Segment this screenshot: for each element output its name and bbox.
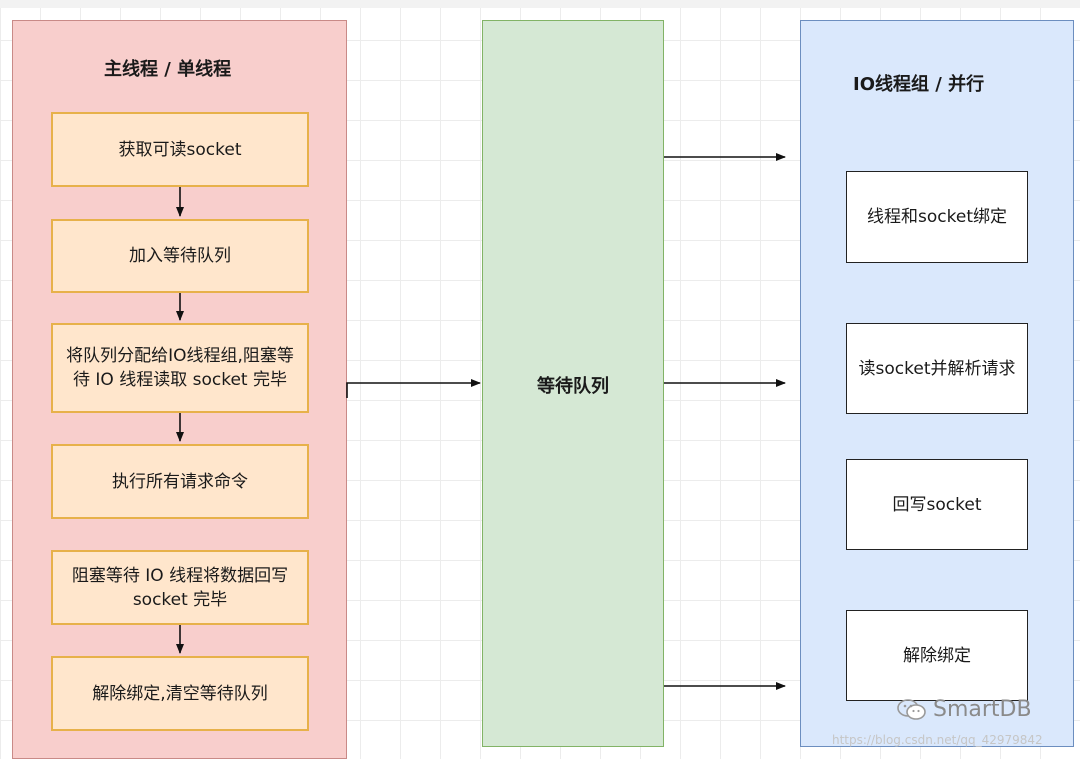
io-box-label: 读socket并解析请求	[858, 358, 1016, 379]
wait-queue-label: 等待队列	[537, 376, 609, 397]
io-box-bind: 线程和socket绑定	[846, 171, 1028, 263]
step-label: 获取可读socket	[118, 139, 242, 160]
step-wait-writeback: 阻塞等待 IO 线程将数据回写 socket 完毕	[51, 550, 309, 625]
watermark-brand: SmartDB	[933, 697, 1032, 722]
step-unbind-clear: 解除绑定,清空等待队列	[51, 656, 309, 731]
io-box-unbind: 解除绑定	[846, 610, 1028, 701]
io-box-label: 回写socket	[892, 494, 982, 515]
arrow-main-to-queue	[346, 379, 481, 398]
io-box-label: 解除绑定	[903, 645, 971, 666]
step-get-readable-socket: 获取可读socket	[51, 112, 309, 187]
watermark-url: https://blog.csdn.net/qq_42979842	[832, 733, 1043, 747]
step-label: 加入等待队列	[129, 246, 231, 266]
io-box-read-parse: 读socket并解析请求	[846, 323, 1028, 414]
watermark: SmartDB	[897, 697, 1032, 722]
io-box-writeback: 回写socket	[846, 459, 1028, 550]
step-assign-queue: 将队列分配给IO线程组,阻塞等待 IO 线程读取 socket 完毕	[51, 323, 309, 413]
step-add-to-queue: 加入等待队列	[51, 219, 309, 293]
io-threads-title: IO线程组 / 并行	[853, 74, 985, 95]
step-label: 解除绑定,清空等待队列	[92, 683, 268, 704]
wechat-icon	[897, 698, 927, 722]
step-label: 将队列分配给IO线程组,阻塞等待 IO 线程读取 socket 完毕	[66, 346, 294, 390]
step-label: 执行所有请求命令	[112, 471, 248, 492]
main-thread-title: 主线程 / 单线程	[104, 59, 232, 80]
io-box-label: 线程和socket绑定	[867, 207, 1007, 227]
step-label: 阻塞等待 IO 线程将数据回写 socket 完毕	[71, 565, 289, 610]
wait-queue-panel	[482, 20, 664, 747]
step-execute-commands: 执行所有请求命令	[51, 444, 309, 519]
top-strip	[0, 0, 1080, 8]
